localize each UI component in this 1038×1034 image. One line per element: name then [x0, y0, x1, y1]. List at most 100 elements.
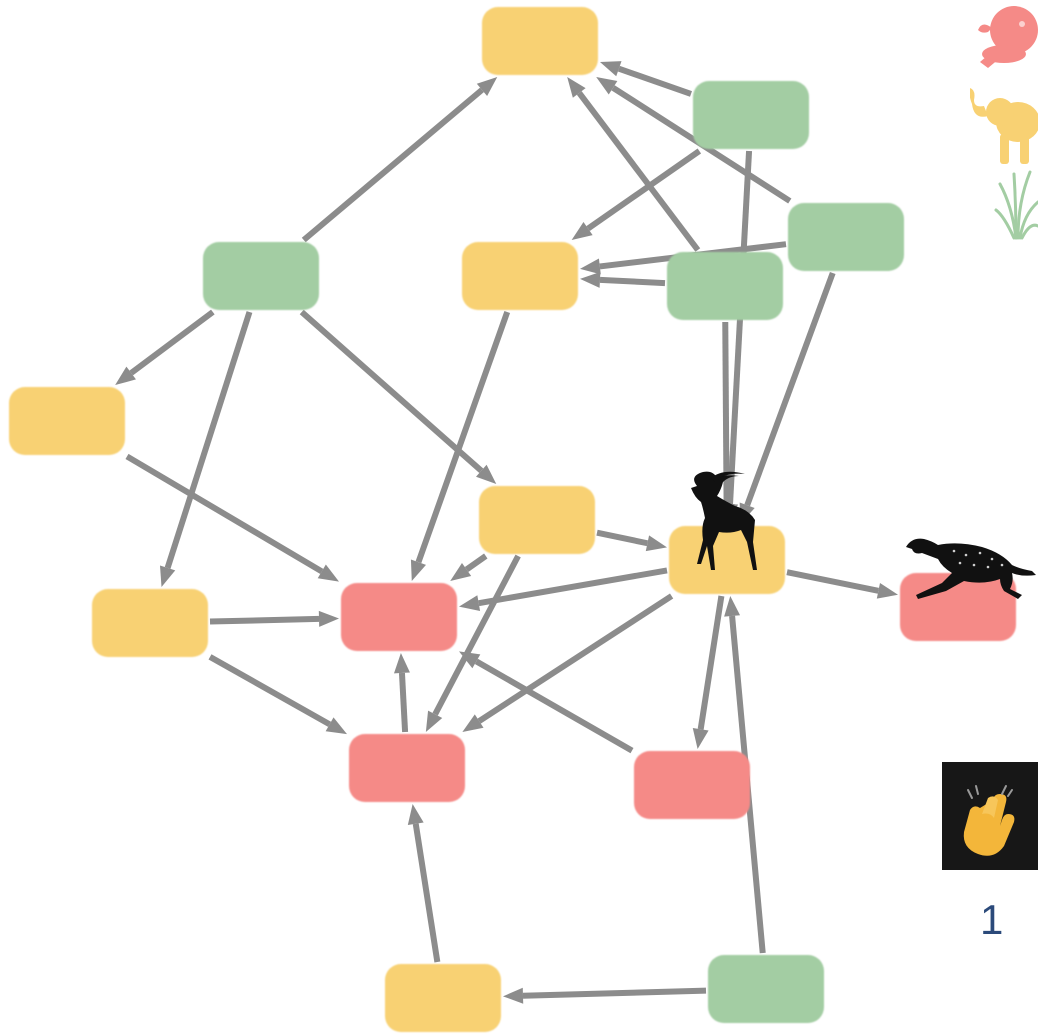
node-box — [708, 955, 824, 1023]
edge-n9-n13 — [692, 595, 725, 749]
node-box — [341, 583, 457, 651]
node-producer-n6[interactable] — [667, 252, 783, 320]
node-box — [349, 734, 465, 802]
edge-n3-n7 — [115, 309, 215, 385]
edge-n2-n4 — [571, 148, 702, 240]
edge-arrowhead — [475, 464, 497, 484]
node-herbivore-n15[interactable] — [385, 964, 501, 1032]
node-box — [92, 589, 208, 657]
node-herbivore-n8[interactable] — [479, 486, 595, 554]
edge-arrowhead — [459, 595, 481, 612]
node-box — [788, 203, 904, 271]
edge-n16-n15 — [503, 987, 707, 1004]
edge-line — [164, 311, 253, 569]
edge-arrowhead — [876, 582, 898, 599]
edge-arrowhead — [600, 61, 622, 77]
node-herbivore-n9[interactable] — [669, 526, 785, 594]
clapping-hands-icon — [963, 785, 1015, 856]
cheetah-icon — [906, 538, 1036, 599]
edge-n7-n11 — [125, 453, 339, 582]
node-box — [462, 242, 578, 310]
node-box — [385, 964, 501, 1032]
edge-line — [299, 309, 484, 474]
node-predator-n14[interactable] — [349, 734, 465, 802]
edge-arrowhead — [410, 559, 427, 581]
edge-line — [576, 91, 701, 252]
edge-arrowhead — [596, 77, 618, 95]
edge-n8-n14 — [425, 554, 521, 732]
edge-arrowhead — [407, 804, 424, 825]
edge-n4-n11 — [410, 310, 511, 581]
edge-arrowhead — [692, 728, 709, 749]
node-herbivore-n4[interactable] — [462, 242, 578, 310]
node-predator-n11[interactable] — [341, 583, 457, 651]
node-box — [479, 486, 595, 554]
node-box — [634, 751, 750, 819]
edge-line — [464, 553, 488, 572]
edge-n6-n1 — [567, 77, 701, 252]
markers-layer — [691, 471, 1036, 599]
edge-n14-n11 — [393, 653, 410, 733]
edge-n8-n11 — [450, 553, 488, 581]
edge-arrowhead — [459, 651, 481, 669]
edge-n6-n4 — [580, 271, 666, 288]
edge-line — [596, 529, 649, 547]
edge-n9-n12 — [786, 569, 898, 599]
node-producer-n16[interactable] — [708, 955, 824, 1023]
edge-arrowhead — [503, 987, 524, 1004]
edge-arrowhead — [580, 271, 601, 288]
node-herbivore-n1[interactable] — [482, 7, 598, 75]
node-box — [482, 7, 598, 75]
edge-n3-n1 — [301, 77, 498, 243]
node-box — [693, 81, 809, 149]
edge-arrowhead — [115, 366, 136, 385]
node-herbivore-n10[interactable] — [92, 589, 208, 657]
edge-arrowhead — [425, 710, 443, 732]
edge-arrowhead — [462, 714, 484, 732]
edge-arrowhead — [393, 653, 410, 674]
node-box — [667, 252, 783, 320]
edge-line — [522, 987, 707, 999]
node-box — [9, 387, 125, 455]
edge-line — [125, 453, 324, 574]
edge-arrowhead — [317, 564, 339, 582]
edge-arrowhead — [580, 258, 601, 275]
edge-line — [599, 276, 666, 287]
edge-line — [301, 87, 484, 243]
edge-n10-n14 — [208, 654, 347, 735]
edge-line — [786, 569, 879, 594]
edge-arrowhead — [645, 535, 667, 552]
grass-icon — [994, 170, 1038, 240]
edge-n13-n11 — [459, 651, 634, 754]
node-herbivore-n7[interactable] — [9, 387, 125, 455]
edge-line — [412, 823, 441, 963]
antelope-icon — [691, 471, 757, 570]
edge-line — [617, 65, 692, 97]
edge-arrowhead — [567, 77, 586, 98]
node-producer-n2[interactable] — [693, 81, 809, 149]
edge-arrowhead — [450, 562, 472, 581]
edge-line — [744, 271, 836, 507]
edge-arrowhead — [159, 565, 176, 587]
edge-line — [209, 615, 320, 625]
node-producer-n3[interactable] — [203, 242, 319, 310]
edge-n2-n1 — [600, 61, 692, 97]
edge-n3-n8 — [299, 309, 497, 484]
node-producer-n5[interactable] — [788, 203, 904, 271]
edge-arrowhead — [318, 610, 339, 627]
reaction-badge[interactable] — [942, 762, 1038, 870]
reaction-count: 1 — [980, 896, 1004, 943]
edge-line — [586, 148, 702, 232]
nodes-layer — [9, 7, 1016, 1032]
edge-arrowhead — [325, 717, 347, 735]
node-box — [203, 242, 319, 310]
edge-line — [432, 554, 521, 716]
lion-icon — [978, 6, 1038, 68]
node-predator-n13[interactable] — [634, 751, 750, 819]
edge-n8-n9 — [596, 529, 667, 552]
edge-n9-n11 — [459, 567, 668, 612]
edge-line — [727, 150, 753, 505]
edge-line — [474, 658, 634, 754]
edge-line — [129, 309, 215, 376]
edge-n9-n14 — [462, 593, 674, 732]
